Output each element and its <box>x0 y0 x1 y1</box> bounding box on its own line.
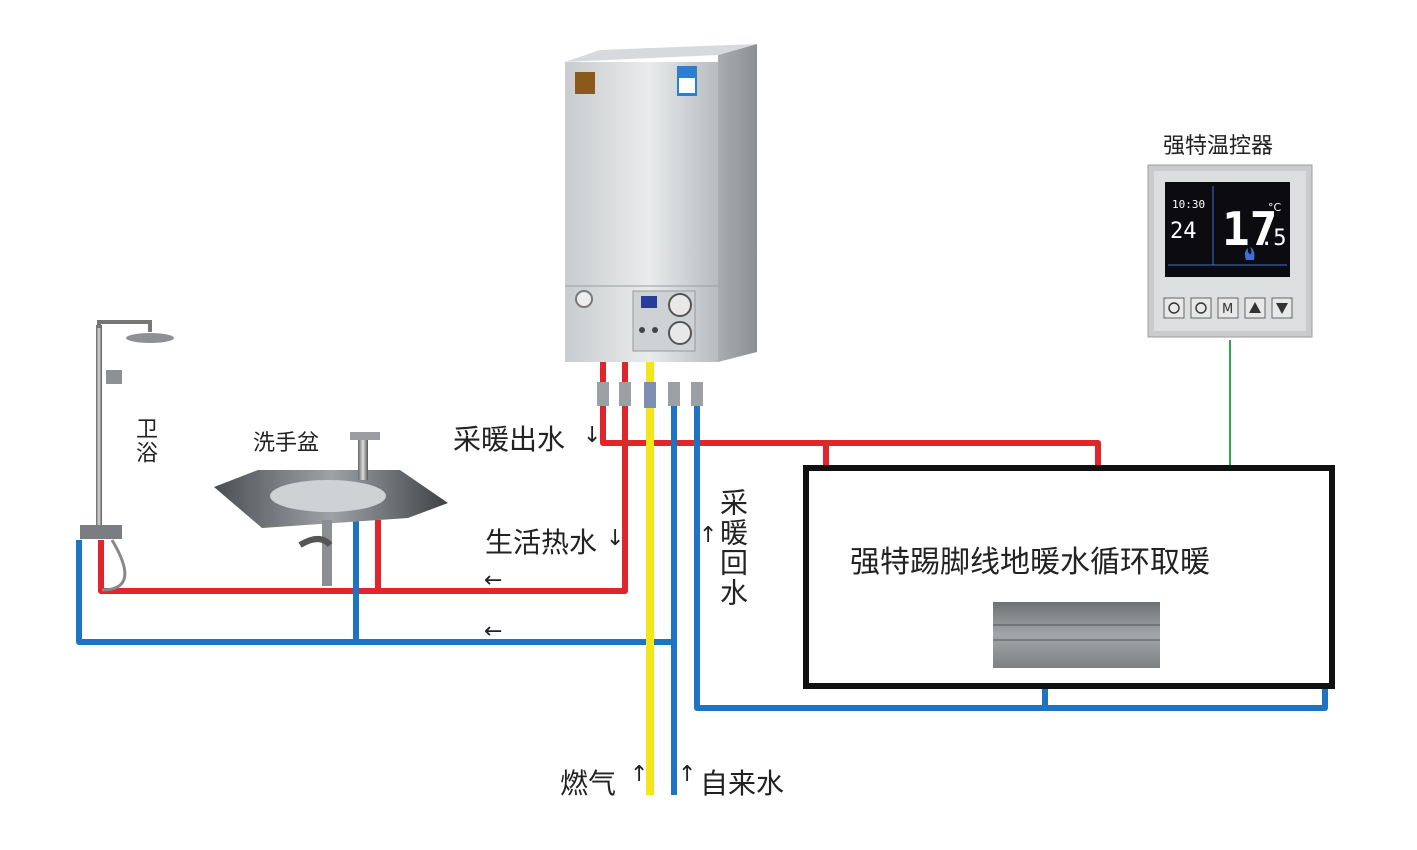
tap-water-label: 自来水 <box>700 767 785 800</box>
thermostat-unit: °C <box>1268 201 1282 214</box>
down-arrow-icon <box>1276 303 1288 314</box>
left-arrow-icon: ← <box>484 619 503 644</box>
gas-label: 燃气 <box>560 767 617 800</box>
boiler-display <box>641 296 657 308</box>
valve-heating-out <box>597 382 609 406</box>
boiler-side <box>718 44 757 362</box>
up-arrow-icon: ↑ <box>699 523 718 548</box>
domestic-hot-label: 生活热水 <box>485 526 598 559</box>
wall-hung-boiler <box>565 44 757 408</box>
valve-hot-water <box>619 382 631 406</box>
down-arrow-icon: ↓ <box>606 526 625 551</box>
bath-label: 卫浴 <box>132 417 157 465</box>
heating-out-label: 采暖出水 <box>453 423 566 456</box>
domestic-hot-pipe <box>98 355 628 594</box>
shower-hand-head <box>106 370 122 384</box>
thermostat-screen <box>1165 182 1290 277</box>
shower-mixer <box>80 525 122 539</box>
heating-supply-pipe <box>600 355 1101 468</box>
basin-bowl <box>270 480 386 512</box>
heating-return-label: 采暖回水 <box>716 488 749 608</box>
up-arrow-icon <box>1249 302 1261 313</box>
heating-return-pipe <box>694 385 1328 711</box>
thermostat-buttons: M <box>1163 297 1293 319</box>
left-arrow-icon: ← <box>484 568 503 593</box>
shower-head <box>126 333 174 343</box>
up-arrow-icon: ↑ <box>630 762 649 787</box>
timer-button[interactable] <box>1190 297 1212 319</box>
cold-distribution-pipe <box>76 540 674 645</box>
thermostat-title: 强特温控器 <box>1163 134 1274 159</box>
power-icon <box>1168 302 1180 314</box>
basin-faucet <box>358 435 368 480</box>
thermostat-time: 10:30 <box>1172 198 1205 211</box>
up-arrow-icon: ↑ <box>678 762 697 787</box>
clock-icon <box>1195 302 1207 314</box>
mode-icon: M <box>1222 302 1233 317</box>
valve-gas <box>644 382 656 408</box>
thermostat: 10:30 24 17 .5 °C M <box>1147 164 1313 338</box>
flame-icon <box>1244 247 1255 260</box>
valve-tap-water <box>668 382 680 406</box>
pressure-gauge <box>575 290 593 308</box>
mode-button[interactable] <box>1217 297 1239 319</box>
power-button[interactable] <box>1163 297 1185 319</box>
boiler-top <box>565 44 757 62</box>
boiler-knob-top[interactable] <box>668 293 692 317</box>
boiler-logo <box>575 72 595 94</box>
thermostat-set-temp: 24 <box>1170 219 1197 244</box>
valve-heating-return <box>691 382 703 406</box>
floor-heating-title: 强特踢脚线地暖水循环取暖 <box>850 545 1210 580</box>
skirting-radiator <box>993 602 1160 668</box>
basin-label: 洗手盆 <box>253 431 320 456</box>
down-arrow-icon: ↓ <box>583 423 602 448</box>
basin-drain <box>322 520 332 586</box>
shower-column <box>96 325 102 537</box>
thermostat-temperature: 17 <box>1222 202 1277 256</box>
shower-arm <box>97 320 152 332</box>
wash-basin <box>214 432 448 586</box>
cold-water-pipes <box>76 385 1328 795</box>
thermostat-temperature-decimal: .5 <box>1260 226 1287 251</box>
boiler-knob-bottom[interactable] <box>668 321 692 345</box>
shower-hose <box>101 539 127 592</box>
shower <box>80 320 174 592</box>
